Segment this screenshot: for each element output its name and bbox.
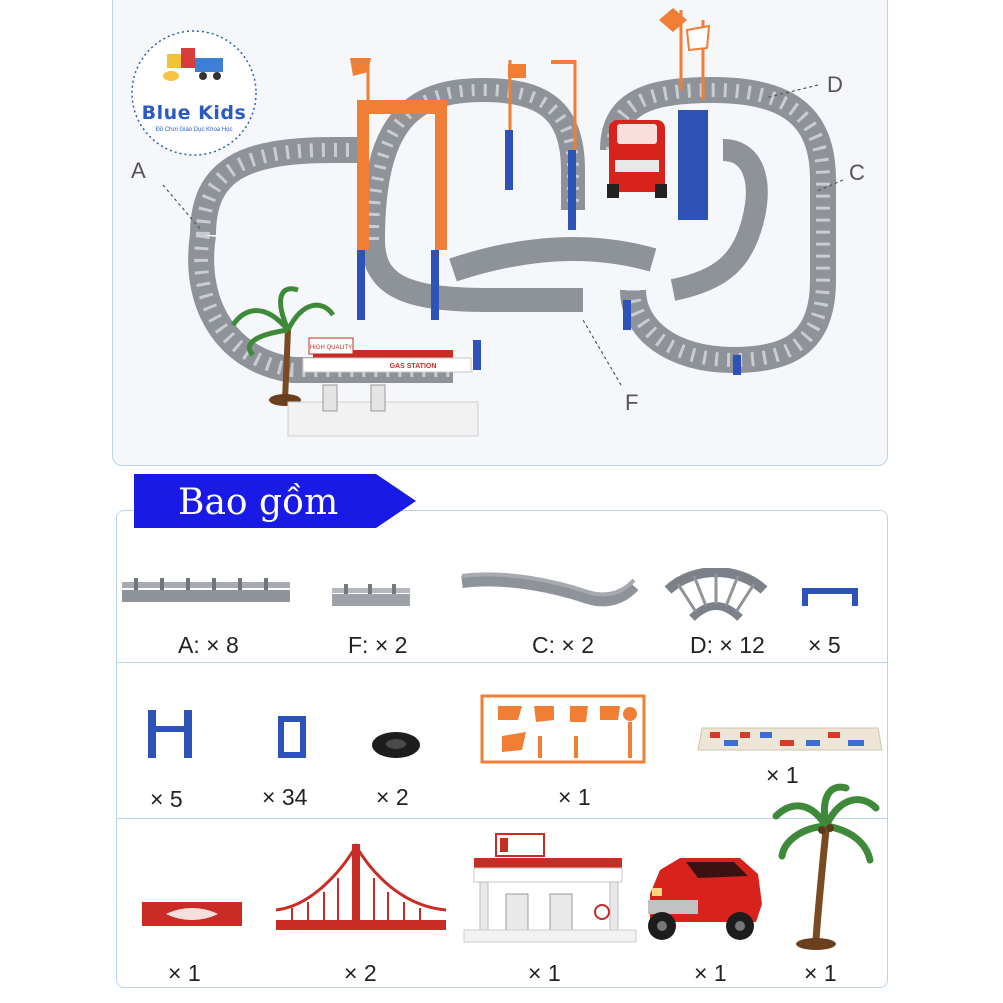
suspension-bridge-icon xyxy=(275,843,447,930)
short-track-icon xyxy=(332,584,410,606)
gas-station-icon xyxy=(463,833,637,943)
callout-f: F xyxy=(625,390,639,415)
orange-gate xyxy=(357,100,447,250)
red-car-icon xyxy=(648,858,762,940)
logo-badge-icon xyxy=(131,30,257,156)
part-label-car: × 1 xyxy=(694,960,727,986)
logo-title: Blue Kids xyxy=(141,102,247,124)
part-label-gas-station: × 1 xyxy=(528,960,561,986)
part-label-ramp: × 1 xyxy=(168,960,201,986)
part-label-c: C: × 2 xyxy=(532,632,595,658)
part-label-tire: × 2 xyxy=(376,784,409,810)
part-label-block: × 34 xyxy=(262,784,308,810)
track-set-scene: HIGH QUALITY GAS STATION xyxy=(162,8,844,437)
callout-leaders xyxy=(162,84,844,386)
scene-gas-station-text: GAS STATION xyxy=(390,363,437,370)
right-track-loop xyxy=(600,76,836,374)
support-block-icon xyxy=(278,716,306,758)
part-label-a: A: × 8 xyxy=(178,632,239,658)
part-label-d: D: × 12 xyxy=(690,632,765,658)
sticker-sheet-icon xyxy=(697,727,883,751)
part-label-palm-tree: × 1 xyxy=(804,960,837,986)
blue-kids-logo: Blue Kids Đồ Chơi Giáo Dục Khoa Học xyxy=(127,26,261,160)
part-label-pillar: × 5 xyxy=(150,786,183,812)
row-divider-1 xyxy=(116,662,888,663)
part-label-bridge: × 2 xyxy=(344,960,377,986)
flag-sprue-icon xyxy=(480,694,646,764)
callout-d: D xyxy=(827,72,843,97)
left-track-loop xyxy=(188,137,453,383)
palm-tree-icon xyxy=(772,783,880,950)
callout-c: C xyxy=(849,160,865,185)
scene-high-quality-text: HIGH QUALITY xyxy=(310,345,352,351)
flags xyxy=(350,8,711,150)
row-divider-2 xyxy=(116,818,888,819)
product-photo-panel: HIGH QUALITY GAS STATION Blue Kids Đồ Ch… xyxy=(112,0,888,466)
scene-gas-station: HIGH QUALITY GAS STATION xyxy=(287,337,479,437)
section-header: Bao gồm xyxy=(178,482,339,523)
red-ramp-icon xyxy=(142,902,242,926)
scene-palm-tree xyxy=(230,286,336,406)
straight-track-icon xyxy=(122,578,290,602)
support-pillar-icon xyxy=(148,710,192,758)
middle-track-loop xyxy=(361,77,657,312)
logo-subtitle: Đồ Chơi Giáo Dục Khoa Học xyxy=(155,127,233,133)
part-label-flags: × 1 xyxy=(558,784,591,810)
callout-a: A xyxy=(131,158,146,183)
part-label-stickers: × 1 xyxy=(766,762,799,788)
scene-red-car xyxy=(607,120,667,198)
tire-icon xyxy=(372,732,420,758)
blue-supports xyxy=(357,110,741,375)
part-label-connector: × 5 xyxy=(808,632,841,658)
part-label-f: F: × 2 xyxy=(348,632,408,658)
curve-track-icon xyxy=(664,568,768,621)
blue-connector-icon xyxy=(802,588,858,606)
slope-track-icon xyxy=(461,572,638,607)
section-banner xyxy=(134,474,416,528)
